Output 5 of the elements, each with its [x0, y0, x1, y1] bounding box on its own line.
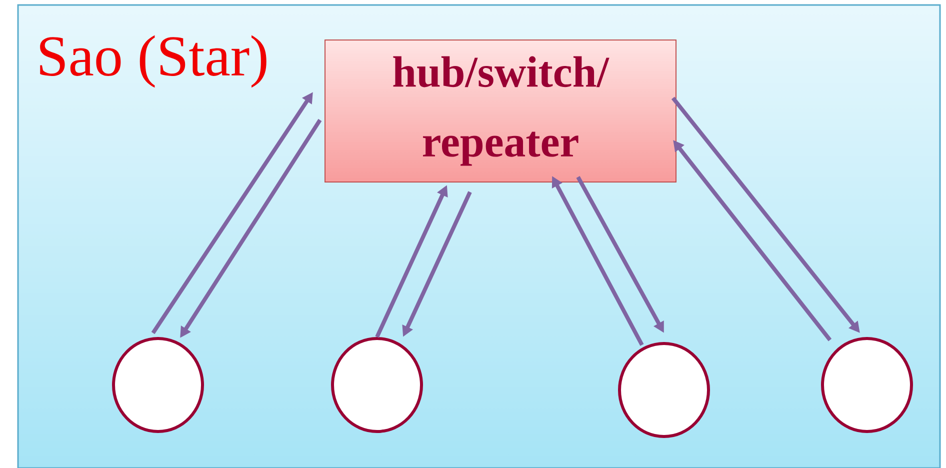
hub-box: hub/switch/ repeater [324, 40, 676, 182]
station-circle [112, 336, 204, 433]
station-circle [821, 336, 913, 433]
station-circle [618, 342, 710, 438]
station-circle [331, 336, 423, 433]
